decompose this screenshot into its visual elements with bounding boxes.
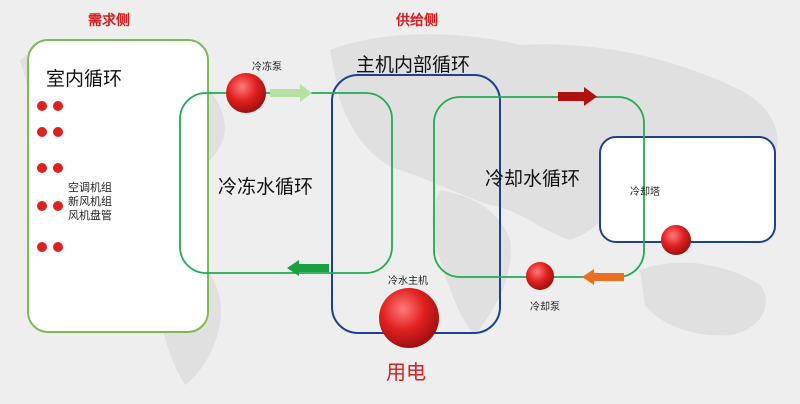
indoor-unit-dot [37,127,47,137]
chilled-pump-label: 冷冻泵 [252,62,282,73]
indoor-unit-dot [53,242,63,252]
cooling-loop-label: 冷却水循环 [485,168,581,190]
power-label: 用电 [386,360,426,384]
flow-arrow-cooling-return [582,269,624,285]
indoor-unit-dot [37,242,47,252]
flow-arrow-cooling-out [558,87,597,106]
chilled-loop-label: 冷冻水循环 [218,176,314,198]
indoor-unit-ahu: 空调机组 [68,181,112,194]
main-unit-title: 主机内部循环 [356,54,471,76]
cooling-pump-label: 冷却泵 [530,302,560,313]
indoor-unit-fan-coil: 风机盘管 [68,209,112,222]
cooling-tower-ball [661,225,691,255]
indoor-loop-title: 室内循环 [46,68,123,90]
indoor-unit-dot [37,163,47,173]
cooling-pump-ball [526,262,554,290]
indoor-unit-dot [37,101,47,111]
chilled-pump-ball [226,73,266,113]
indoor-unit-dot [37,201,47,211]
flow-arrow-chilled-supply [270,84,312,102]
cooling-tower-box [599,136,776,243]
indoor-unit-dots [37,101,63,252]
supply-side-label: 供给侧 [396,13,438,29]
cooling-tower-label: 冷却塔 [630,187,660,198]
indoor-loop-box [27,39,209,333]
indoor-unit-list: 空调机组 新风机组 风机盘管 [68,181,158,223]
indoor-unit-fresh-air: 新风机组 [68,195,112,208]
indoor-unit-dot [53,101,63,111]
chiller-power-ball [379,288,439,348]
demand-side-label: 需求侧 [88,13,130,29]
indoor-unit-dot [53,127,63,137]
chiller-label: 冷水主机 [388,276,428,287]
flow-arrow-chilled-return [287,260,329,276]
indoor-unit-dot [53,201,63,211]
indoor-unit-dot [53,163,63,173]
